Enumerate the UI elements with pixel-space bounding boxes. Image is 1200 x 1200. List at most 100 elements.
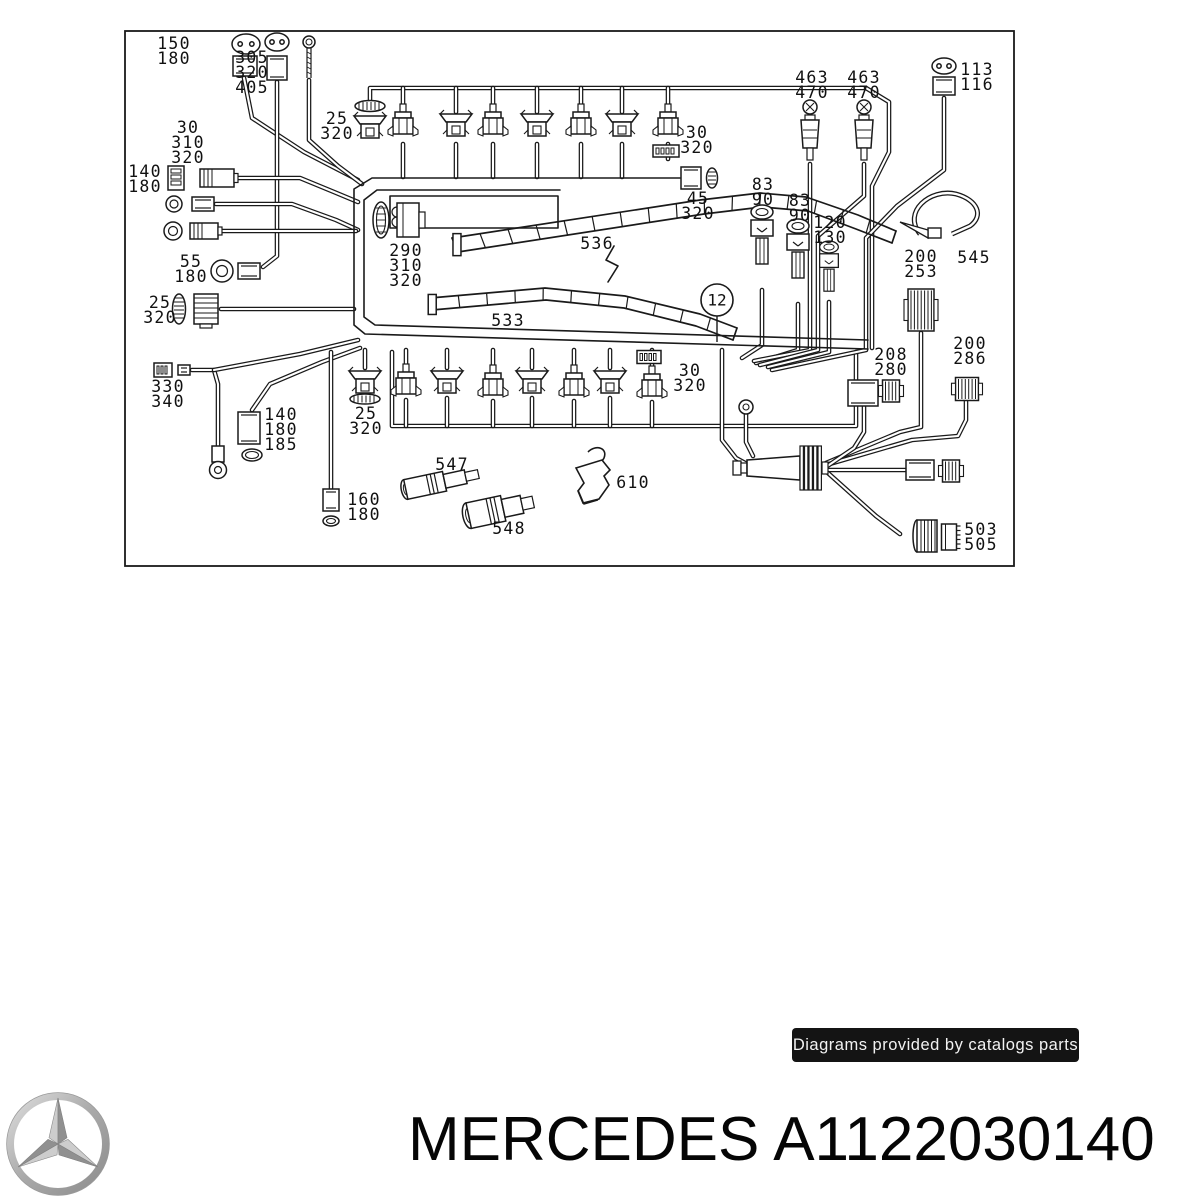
wire-core [190, 368, 220, 448]
wire-core [744, 412, 755, 458]
valve-547-glyph [400, 468, 480, 501]
part-number-label: 503 [964, 520, 997, 539]
injector-connector-glyph [558, 364, 590, 398]
part-number-label: 548 [492, 519, 525, 538]
part-number-label: 150 [157, 34, 190, 53]
connector-glyph [905, 459, 935, 481]
part-number-label: 545 [957, 248, 990, 267]
wire-core [824, 405, 866, 469]
harness-body-outline [353, 177, 869, 350]
ring-terminal-glyph [208, 445, 228, 480]
screw-glyph [302, 35, 316, 78]
line [675, 203, 678, 219]
part-number-label: 610 [616, 473, 649, 492]
line [813, 200, 818, 214]
ribbed-cylinder-glyph [912, 519, 938, 553]
injector-connector-glyph [652, 103, 684, 137]
connector-glyph [680, 166, 702, 190]
line [507, 228, 514, 245]
oval-connector-glyph [931, 57, 957, 75]
ribbed-cap-glyph [171, 293, 187, 325]
watermark-badge: Diagrams provided by catalogs parts [792, 1028, 1079, 1062]
part-number-label: 90 [752, 190, 774, 209]
valve-548-glyph [461, 494, 536, 530]
retaining-clip-glyph [574, 446, 612, 505]
part-number-label: 25 [149, 293, 171, 312]
part-number-label: 280 [874, 360, 907, 379]
line [647, 207, 651, 223]
part-number-label: 30 [679, 361, 701, 380]
harness-outline [605, 245, 619, 283]
ribbed-cap-glyph [705, 167, 719, 189]
part-number-label: 286 [953, 349, 986, 368]
line [429, 287, 738, 329]
injector-connector-glyph [477, 364, 509, 398]
injector-connector-glyph [387, 103, 419, 137]
grommet-block-glyph [391, 202, 426, 238]
spark-sensor-plug-glyph [854, 99, 874, 161]
line [706, 317, 712, 331]
part-number-label: 405 [235, 78, 268, 97]
injector-connector-glyph [565, 103, 597, 137]
injector-connector-glyph [347, 366, 383, 394]
wire-core [307, 78, 364, 186]
injector-connector-glyph [438, 109, 474, 137]
sensor-connector-glyph [819, 240, 839, 292]
ribbed-connector-glyph [903, 288, 939, 332]
oval-grommet-glyph [372, 201, 390, 239]
oval-connector-glyph [264, 32, 290, 52]
part-number-label: 290 [389, 241, 422, 260]
part-number-label: 185 [264, 435, 297, 454]
callout-12: 12 [700, 283, 734, 342]
injector-connector-glyph [636, 365, 668, 399]
wire-core [214, 202, 360, 232]
line [625, 296, 629, 310]
wire-core [261, 80, 279, 269]
wire-core [824, 399, 968, 467]
line [679, 309, 684, 323]
part-number-label: 310 [389, 256, 422, 275]
callout-number: 12 [707, 291, 726, 310]
line [732, 327, 738, 341]
part-number-label: 320 [673, 376, 706, 395]
injector-connector-glyph [477, 103, 509, 137]
line [839, 209, 844, 224]
line [597, 292, 601, 306]
rail-end-fitting [452, 232, 462, 257]
line [457, 206, 893, 253]
wire-core [368, 86, 868, 106]
wire-core [740, 288, 764, 360]
part-number-label: 253 [904, 262, 937, 281]
wire-core [770, 96, 946, 372]
wire-core [766, 300, 831, 369]
part-number-label: 310 [171, 133, 204, 152]
line [891, 230, 897, 244]
line [591, 215, 596, 232]
part-number-label: 305 [235, 48, 268, 67]
line [570, 290, 573, 304]
wire-core [824, 331, 923, 465]
injector-connector-glyph [514, 366, 550, 394]
comb-connector-glyph [940, 523, 961, 551]
finned-connector-glyph [193, 293, 219, 329]
ring-plug-glyph [210, 259, 234, 283]
line [865, 219, 871, 234]
callout-circle [700, 283, 734, 317]
fuel-rail-533 [427, 287, 738, 341]
harness-outline [389, 195, 559, 229]
part-number-label: 55 [180, 252, 202, 271]
part-number-label: 90 [789, 206, 811, 225]
part-number-label: 83 [789, 191, 811, 210]
injector-connector-glyph [592, 366, 628, 394]
flat-connector-glyph [153, 362, 173, 378]
wire-core [250, 346, 362, 412]
line [431, 299, 734, 341]
line [535, 224, 541, 240]
part-number-label: 536 [580, 234, 613, 253]
part-number-label: 463 [847, 68, 880, 87]
line [486, 292, 489, 306]
part-number-label: 30 [686, 123, 708, 142]
part-number-label: 320 [143, 308, 176, 327]
part-number-label: 180 [264, 420, 297, 439]
